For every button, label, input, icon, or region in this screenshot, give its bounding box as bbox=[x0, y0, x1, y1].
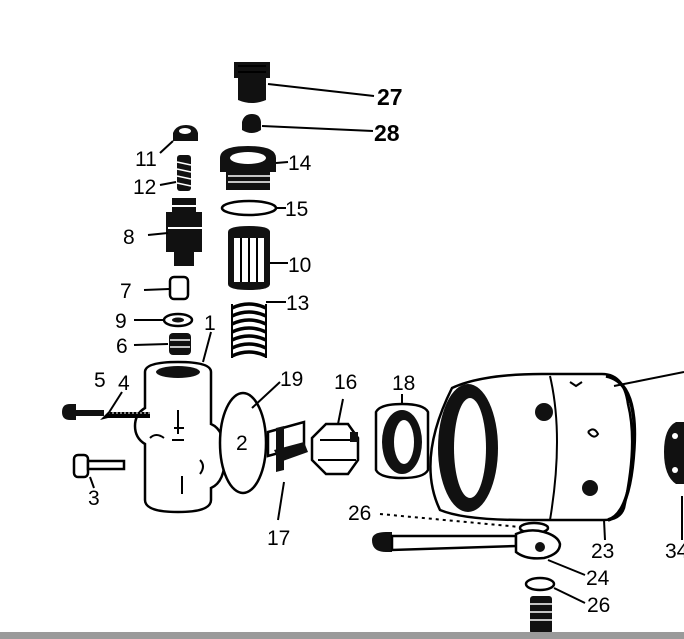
label-14: 14 bbox=[288, 152, 312, 175]
part-12-spring bbox=[176, 155, 192, 191]
label-24: 24 bbox=[586, 567, 610, 590]
part-10-filter bbox=[228, 226, 270, 290]
part-23-cylinder bbox=[429, 372, 637, 522]
label-10: 10 bbox=[288, 254, 311, 277]
label-26-upper: 26 bbox=[348, 502, 371, 525]
label-13: 13 bbox=[286, 292, 309, 315]
leader-1 bbox=[202, 331, 212, 363]
label-19: 19 bbox=[280, 368, 303, 391]
label-1: 1 bbox=[204, 312, 216, 335]
part-26-washer-lower bbox=[524, 576, 556, 592]
part-3-bolt bbox=[72, 453, 126, 479]
part-7-pin bbox=[168, 275, 190, 301]
leader-27 bbox=[267, 83, 375, 97]
leader-26-upper bbox=[379, 513, 521, 528]
part-27-plug bbox=[234, 62, 270, 103]
label-12: 12 bbox=[133, 176, 156, 199]
part-2-gasket bbox=[218, 391, 268, 495]
label-28: 28 bbox=[374, 120, 400, 146]
part-11-cap bbox=[173, 125, 198, 141]
label-26-lower: 26 bbox=[587, 594, 610, 617]
label-27: 27 bbox=[377, 84, 403, 110]
label-11: 11 bbox=[135, 148, 157, 171]
label-4: 4 bbox=[118, 372, 130, 395]
label-6: 6 bbox=[116, 335, 128, 358]
label-15: 15 bbox=[285, 198, 308, 221]
leader-17 bbox=[277, 481, 285, 521]
part-25-stud bbox=[530, 596, 552, 634]
part-18-ring bbox=[374, 402, 430, 480]
label-2: 2 bbox=[236, 432, 248, 455]
label-7: 7 bbox=[120, 280, 132, 303]
part-8-valve-body bbox=[166, 198, 202, 266]
part-6-nut bbox=[169, 333, 191, 355]
leader-16 bbox=[337, 398, 344, 425]
label-3: 3 bbox=[88, 487, 100, 510]
label-8: 8 bbox=[123, 226, 135, 249]
label-17: 17 bbox=[267, 527, 290, 550]
part-4-screw bbox=[62, 404, 150, 420]
leader-pointer bbox=[613, 371, 684, 387]
leader-14 bbox=[275, 161, 289, 164]
leader-23 bbox=[603, 519, 606, 541]
label-34: 34 bbox=[665, 540, 684, 563]
label-16: 16 bbox=[334, 371, 357, 394]
label-23: 23 bbox=[591, 540, 614, 563]
part-34-flange bbox=[664, 422, 684, 484]
label-5: 5 bbox=[94, 369, 106, 392]
part-14-cap bbox=[220, 146, 276, 190]
part-15-gasket bbox=[220, 199, 278, 217]
label-18: 18 bbox=[392, 372, 415, 395]
part-28-valve bbox=[242, 114, 261, 133]
part-16-nut bbox=[310, 422, 360, 476]
part-9-washer bbox=[162, 312, 194, 328]
leader-19 bbox=[251, 381, 281, 409]
leader-8 bbox=[147, 232, 169, 236]
part-17-valve bbox=[266, 420, 308, 472]
label-9: 9 bbox=[115, 310, 127, 333]
leader-6 bbox=[133, 343, 169, 346]
leader-4 bbox=[107, 391, 123, 415]
leader-3 bbox=[89, 476, 95, 489]
part-13-spring bbox=[231, 302, 267, 358]
leader-26-lower bbox=[553, 587, 586, 604]
leader-12 bbox=[159, 181, 177, 186]
leader-24 bbox=[547, 559, 586, 576]
leader-7 bbox=[143, 288, 170, 291]
leader-28 bbox=[261, 125, 374, 132]
window-bottom-edge bbox=[0, 632, 684, 639]
part-1-body bbox=[133, 360, 227, 514]
leader-11 bbox=[159, 140, 174, 154]
part-24-lever bbox=[372, 529, 562, 560]
